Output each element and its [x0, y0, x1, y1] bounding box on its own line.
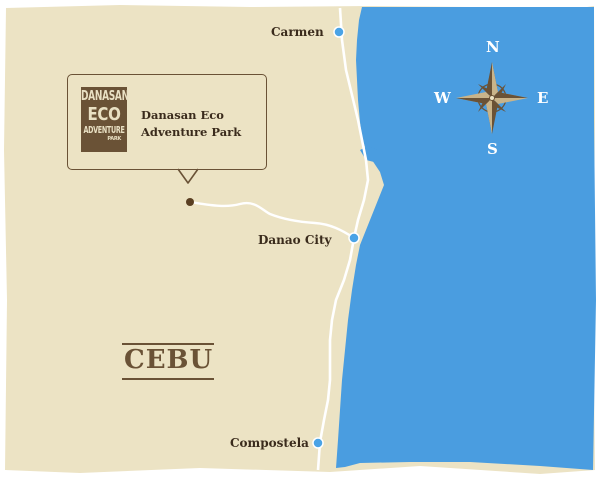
region-label: CEBU [124, 345, 214, 375]
town-dot-carmen [333, 26, 345, 38]
town-label-carmen: Carmen [271, 25, 324, 39]
poi-name: Danasan Eco Adventure Park [141, 107, 241, 141]
park-road [188, 200, 356, 240]
town-label-compostela: Compostela [230, 436, 309, 450]
sea-area [336, 7, 596, 470]
town-dot-danao-city [348, 232, 360, 244]
poi-name-line-2: Adventure Park [141, 125, 242, 139]
compass-rose-icon [456, 62, 528, 134]
compass-north-label: N [486, 38, 500, 56]
poi-marker [186, 198, 194, 206]
highway [316, 7, 370, 471]
poi-callout [67, 74, 267, 170]
compass-west-label: W [434, 89, 451, 107]
town-dot-compostela [312, 437, 324, 449]
town-label-danao-city: Danao City [258, 233, 332, 247]
region-rule-bottom [122, 378, 214, 380]
poi-name-line-1: Danasan Eco [141, 108, 224, 122]
callout-pointer [177, 168, 199, 184]
compass-east-label: E [537, 89, 549, 107]
danasan-logo-icon: DANASAN ECO ADVENTURE PARK [81, 87, 129, 152]
region-rule-top [122, 343, 214, 345]
compass-south-label: S [487, 140, 498, 158]
